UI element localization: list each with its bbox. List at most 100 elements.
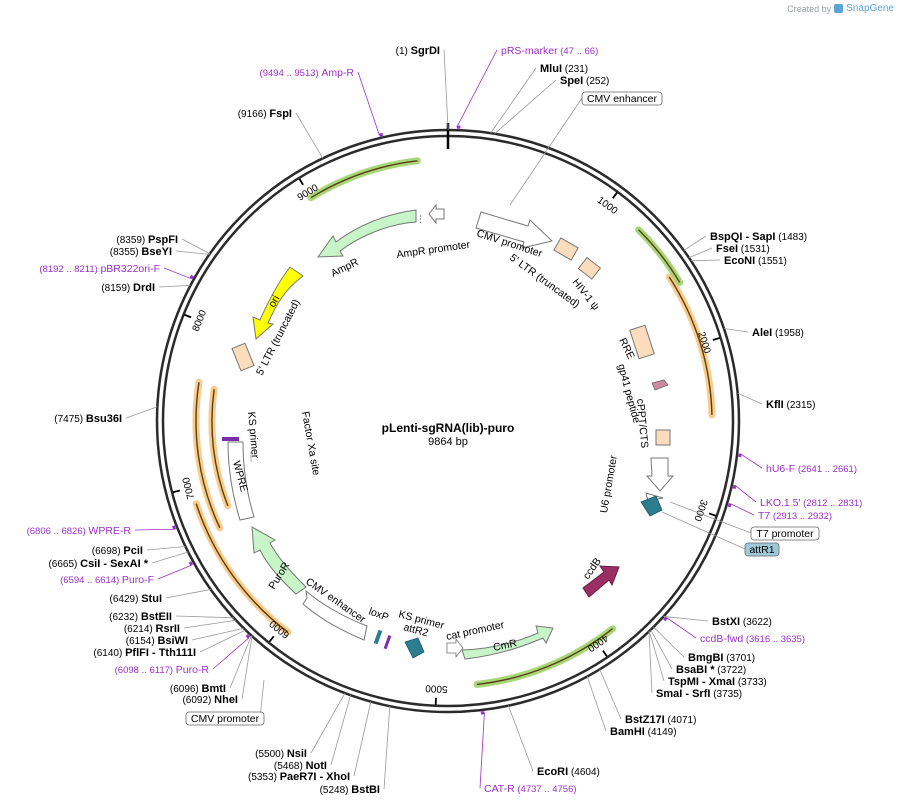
ori-arrow[interactable] xyxy=(252,266,304,340)
boxed-label-frame[interactable] xyxy=(750,526,820,541)
site-label[interactable]: (6214) RsrII xyxy=(124,623,180,635)
primer-mark[interactable] xyxy=(727,503,732,508)
site-label[interactable]: BsaBI * (3722) xyxy=(676,664,746,676)
ampr-promoter-arrow[interactable] xyxy=(428,203,445,225)
site-label[interactable]: BstXI (3622) xyxy=(712,616,772,628)
primer-label[interactable]: (6594 .. 6614) Puro-F xyxy=(60,574,154,586)
site-position: (1958) xyxy=(772,328,804,339)
cmr-arrow[interactable] xyxy=(461,625,554,660)
primer-mark[interactable] xyxy=(663,616,668,622)
loxp-mark[interactable] xyxy=(373,629,383,645)
primer-label[interactable]: (8192 .. 8211) pBR322ori-F xyxy=(39,263,160,275)
site-name: BstXI xyxy=(712,616,740,628)
u6-promoter-arrow[interactable] xyxy=(645,457,675,492)
primer-mark[interactable] xyxy=(171,525,177,530)
site-label[interactable]: TspMI - XmaI (3733) xyxy=(668,676,767,688)
primer-mark[interactable] xyxy=(379,132,384,137)
primer-label[interactable]: hU6-F (2641 .. 2661) xyxy=(766,463,857,475)
primer-mark[interactable] xyxy=(245,634,251,639)
site-extra: - XmaI xyxy=(699,676,735,688)
site-label[interactable]: (6096) BmtI xyxy=(170,683,226,695)
ampr-label: AmpR xyxy=(329,256,361,280)
site-position: (6214) xyxy=(124,624,156,635)
site-label[interactable]: (5468) NotI xyxy=(274,760,327,772)
site-label[interactable]: (6154) BsiWI xyxy=(126,635,188,647)
site-label[interactable]: (5353) PaeR7I - XhoI xyxy=(248,771,350,783)
cppt-box[interactable] xyxy=(655,429,671,446)
primer-mark[interactable] xyxy=(188,561,194,566)
primer-leader xyxy=(212,637,250,670)
attr2-arrow[interactable] xyxy=(404,637,425,659)
site-label[interactable]: SmaI - SrfI (3735) xyxy=(656,688,742,700)
site-leader xyxy=(295,112,324,159)
primer-label[interactable]: (6098 .. 6117) Puro-R xyxy=(115,664,210,676)
site-label[interactable]: (9166) FspI xyxy=(238,108,292,120)
gp41-arrow[interactable] xyxy=(651,379,669,391)
ltr5-box[interactable] xyxy=(553,237,579,261)
primer-label[interactable]: CAT-R (4737 .. 4756) xyxy=(484,783,577,795)
puror-arrow[interactable] xyxy=(251,526,307,595)
wpre-box[interactable] xyxy=(227,441,255,521)
ampr-arrow[interactable] xyxy=(316,209,417,258)
primer-name: pBR322ori-F xyxy=(100,263,160,275)
ks-primer-mark[interactable] xyxy=(383,635,392,650)
boxed-label-frame[interactable] xyxy=(581,91,663,106)
site-leader-lines xyxy=(125,49,763,790)
site-label[interactable]: FseI (1531) xyxy=(716,243,770,255)
tick-label: 7000 xyxy=(181,476,197,501)
primer-label[interactable]: ccdB-fwd (3616 .. 3635) xyxy=(700,633,805,645)
site-label[interactable]: BstZ17I (4071) xyxy=(625,714,696,726)
site-label[interactable]: KflI (2315) xyxy=(766,399,815,411)
site-label[interactable]: EcoNI (1551) xyxy=(724,255,787,267)
primer-label[interactable]: LKO.1 5' (2812 .. 2831) xyxy=(760,497,862,509)
site-leader xyxy=(241,636,253,700)
site-leader xyxy=(146,546,186,551)
primer-label[interactable]: pRS-marker (47 .. 66) xyxy=(501,45,598,57)
primer-range: (2913 .. 2932) xyxy=(770,511,832,522)
site-label[interactable]: (6698) PciI xyxy=(92,545,143,557)
site-position: (6232) xyxy=(109,612,141,623)
site-label[interactable]: (1) SgrDI xyxy=(396,45,440,57)
ltr5-left-box[interactable] xyxy=(231,342,255,372)
site-label[interactable]: EcoRI (4604) xyxy=(537,766,600,778)
primer-leader xyxy=(479,712,485,789)
site-label[interactable]: (8359) PspFI xyxy=(116,234,178,246)
primer-mark[interactable] xyxy=(732,484,737,490)
primer-label[interactable]: (9494 .. 9513) Amp-R xyxy=(260,67,355,79)
primer-label[interactable]: T7 (2913 .. 2932) xyxy=(758,510,832,522)
site-label[interactable]: BmgBI (3701) xyxy=(688,652,755,664)
site-label[interactable]: (6665) CsiI - SexAI * xyxy=(48,558,148,570)
direction-arc-line xyxy=(638,229,681,283)
attr1-arrow[interactable] xyxy=(640,495,663,517)
site-label[interactable]: BamHI (4149) xyxy=(610,726,677,738)
site-label[interactable]: (6140) PflFI - Tth111I xyxy=(93,647,196,659)
site-label[interactable]: BspQI - SapI (1483) xyxy=(710,231,807,243)
site-label[interactable]: (8159) DrdI xyxy=(101,282,155,294)
site-label[interactable]: (6429) StuI xyxy=(110,593,162,605)
site-label[interactable]: MluI (231) xyxy=(540,63,588,75)
boxed-label-frame[interactable] xyxy=(744,542,780,557)
site-extra: - Tth111I xyxy=(149,647,196,659)
site-label[interactable]: (7475) Bsu36I xyxy=(54,413,122,425)
site-label[interactable]: (5248) BstBI xyxy=(320,784,380,796)
primer-label[interactable]: (6806 .. 6826) WPRE-R xyxy=(27,525,132,537)
cat-promoter-arrow[interactable] xyxy=(446,637,464,659)
site-label[interactable]: (8355) BseYI xyxy=(110,246,172,258)
cmv-enhancer-arrow[interactable] xyxy=(302,589,368,641)
cmv-promoter-arrow[interactable] xyxy=(475,211,554,249)
ccdb-arrow[interactable] xyxy=(582,565,620,598)
primer-mark[interactable] xyxy=(189,274,194,280)
site-label[interactable]: AleI (1958) xyxy=(752,327,804,339)
boxed-label-frame[interactable] xyxy=(185,711,265,726)
site-label[interactable]: (6092) NheI xyxy=(182,694,238,706)
site-name: RsrII xyxy=(156,623,180,635)
site-leader xyxy=(183,619,236,629)
ltr5-label: 5' LTR (truncated) xyxy=(507,252,582,311)
rre-box[interactable] xyxy=(629,324,655,360)
site-label[interactable]: (5500) NsiI xyxy=(255,748,307,760)
hiv-psi-box[interactable] xyxy=(577,256,602,280)
site-label[interactable]: (6232) BstEII xyxy=(109,611,172,623)
site-label[interactable]: SpeI (252) xyxy=(560,75,609,87)
primer-name: ccdB-fwd xyxy=(700,633,743,645)
